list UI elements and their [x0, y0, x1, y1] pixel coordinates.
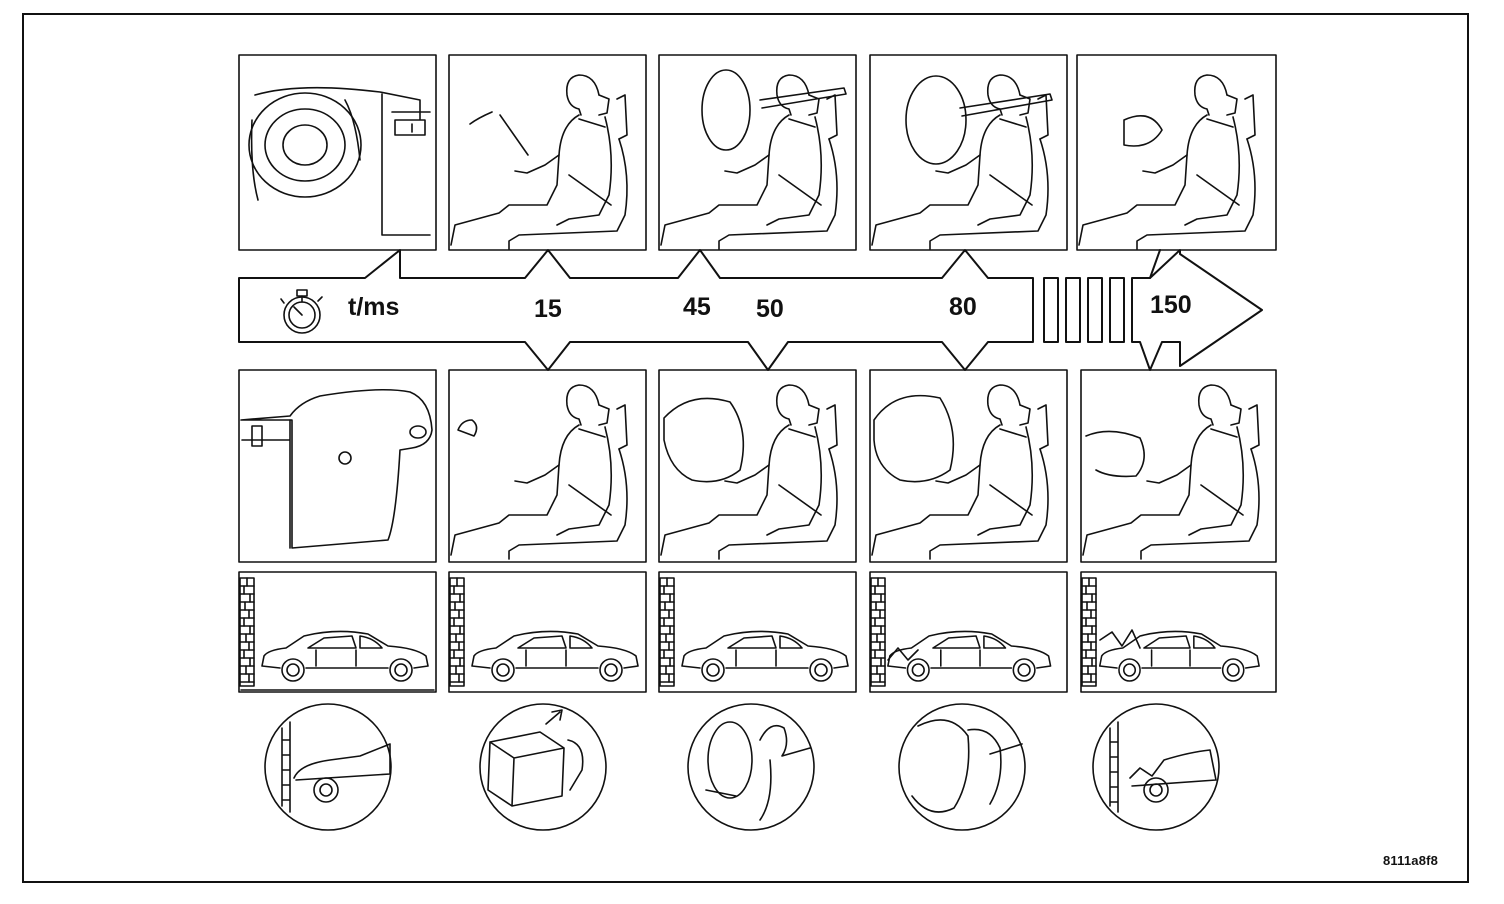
top-panel-driver-45ms [658, 54, 857, 251]
time-label-150: 150 [1150, 291, 1192, 319]
middle-panel-passenger-15ms [448, 369, 647, 563]
detail-circle-50ms [687, 703, 815, 831]
detail-circle-80ms [898, 703, 1026, 831]
time-label-80: 80 [949, 293, 977, 321]
time-unit-label: t/ms [348, 293, 400, 321]
detail-circle-0 [264, 703, 392, 831]
detail-circle-15ms [479, 703, 607, 831]
stopwatch-icon [280, 289, 323, 334]
middle-panel-passenger-150ms [1080, 369, 1277, 563]
car-panel-50ms [658, 571, 857, 693]
car-panel-80ms [869, 571, 1068, 693]
top-panel-driver-150ms [1076, 54, 1277, 251]
middle-panel-passenger-50ms [658, 369, 857, 563]
time-label-50: 50 [756, 295, 784, 323]
timeline-arrow [238, 249, 1263, 371]
detail-circle-150ms [1092, 703, 1220, 831]
figure-reference-code: 8111a8f8 [1383, 853, 1439, 868]
top-panel-driver-80ms [869, 54, 1068, 251]
outer-frame [22, 13, 1469, 883]
car-panel-0 [238, 571, 437, 693]
top-panel-dashboard [238, 54, 437, 251]
middle-panel-passenger-dash [238, 369, 437, 563]
middle-panel-passenger-80ms [869, 369, 1068, 563]
time-label-15: 15 [534, 295, 562, 323]
time-label-45: 45 [683, 293, 711, 321]
car-panel-150ms [1080, 571, 1277, 693]
top-panel-driver-15ms [448, 54, 647, 251]
car-panel-15ms [448, 571, 647, 693]
